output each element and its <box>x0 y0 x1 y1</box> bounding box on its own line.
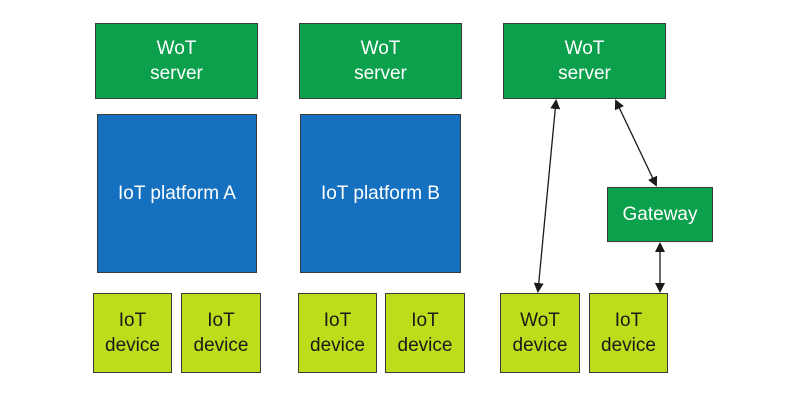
wot-server-2-line1: WoT <box>360 38 401 59</box>
gateway-label: Gateway <box>622 204 698 225</box>
wot-server-2-line2: server <box>354 63 407 84</box>
iot-platform-b-label: IoT platform B <box>321 183 440 204</box>
iot-device-2-line2: device <box>193 335 249 356</box>
iot-device-1-line1: IoT <box>118 310 147 331</box>
wot-server-3-line1: WoT <box>564 38 605 59</box>
wot-server-1-line1: WoT <box>156 38 197 59</box>
iot-platform-b: IoT platform B <box>300 114 461 273</box>
iot-platform-a: IoT platform A <box>97 114 257 273</box>
iot-platform-a-label: IoT platform A <box>118 183 236 204</box>
wot-server-1-line2: server <box>150 63 203 84</box>
wot-server-1: WoT server <box>95 23 258 99</box>
wot-device: WoT device <box>500 293 580 373</box>
arrow-server-to-gateway <box>614 99 658 187</box>
iot-device-2-line1: IoT <box>207 310 235 331</box>
iot-device-2: IoT device <box>181 293 261 373</box>
iot-device-5: IoT device <box>589 293 668 373</box>
iot-device-3-line2: device <box>310 335 365 356</box>
iot-device-5-line1: IoT <box>614 310 643 331</box>
wot-device-line1: WoT <box>520 310 560 331</box>
iot-device-3: IoT device <box>298 293 377 373</box>
wot-server-2: WoT server <box>299 23 462 99</box>
wot-server-3: WoT server <box>503 23 666 99</box>
iot-device-5-line2: device <box>601 335 656 356</box>
iot-device-1-line2: device <box>105 335 160 356</box>
iot-device-4-line2: device <box>397 335 453 356</box>
gateway: Gateway <box>607 187 713 242</box>
wot-server-3-line2: server <box>558 63 611 84</box>
iot-device-4-line1: IoT <box>411 310 439 331</box>
wot-device-line2: device <box>512 335 568 356</box>
arrow-server-to-wot-device <box>533 99 561 293</box>
iot-device-4: IoT device <box>385 293 465 373</box>
iot-device-1: IoT device <box>93 293 172 373</box>
iot-device-3-line1: IoT <box>323 310 352 331</box>
